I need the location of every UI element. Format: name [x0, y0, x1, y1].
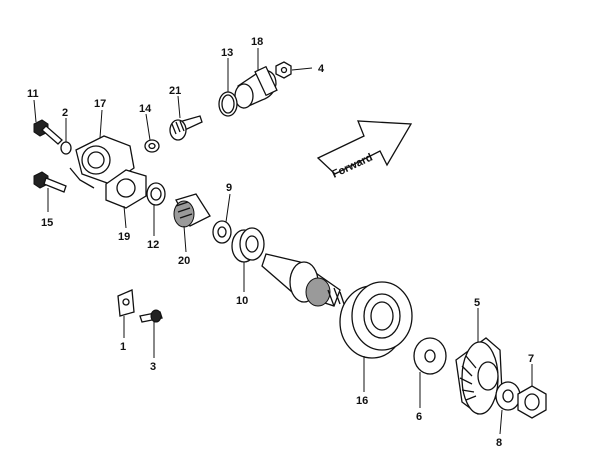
- callout-11: 11: [27, 88, 39, 100]
- leader-lines: [33, 48, 533, 435]
- callout-15: 15: [41, 217, 53, 229]
- callout-8: 8: [496, 437, 502, 449]
- callout-21: 21: [169, 85, 181, 97]
- callout-16: 16: [356, 395, 368, 407]
- main-shaft: [261, 253, 345, 307]
- callout-5: 5: [474, 297, 480, 309]
- callout-12: 12: [147, 239, 159, 251]
- callout-9: 9: [226, 182, 232, 194]
- part-8-washer: [495, 381, 521, 411]
- part-11-bolt: [33, 119, 63, 145]
- callout-6: 6: [416, 411, 422, 423]
- part-18-coupling: [234, 65, 278, 109]
- part-6-washer: [413, 337, 447, 375]
- part-4-nut: [275, 61, 292, 79]
- forward-arrow: Forward: [316, 120, 413, 181]
- part-1-clip: [117, 289, 135, 317]
- callout-19: 19: [118, 231, 130, 243]
- part-15-bolt: [33, 171, 67, 193]
- callout-labels: 11 2 17 14 21 13 18 4 15 19 12 20 9 10 1…: [27, 36, 534, 449]
- callout-18: 18: [251, 36, 263, 48]
- part-21-driven-gear: [169, 115, 203, 141]
- part-19-gasket: [105, 169, 147, 209]
- callout-20: 20: [178, 255, 190, 267]
- part-14-washer: [144, 139, 160, 153]
- part-12-seal: [146, 182, 166, 206]
- callout-3: 3: [150, 361, 156, 373]
- callout-13: 13: [221, 47, 233, 59]
- part-17-housing: [69, 135, 135, 189]
- callout-4: 4: [318, 63, 325, 75]
- callout-10: 10: [236, 295, 248, 307]
- callout-7: 7: [528, 353, 534, 365]
- callout-14: 14: [139, 103, 152, 115]
- part-9-washer: [212, 220, 232, 244]
- callout-2: 2: [62, 107, 68, 119]
- part-2-washer: [60, 141, 72, 155]
- part-20-drive-gear: [173, 193, 211, 228]
- part-10-bearing: [231, 227, 265, 263]
- part-7-nut: [517, 385, 547, 419]
- part-13-o-ring: [218, 91, 238, 117]
- callout-17: 17: [94, 98, 106, 110]
- part-5-bevel-gear: [455, 337, 503, 415]
- part-3-screw: [139, 309, 163, 323]
- part-16-large-bearing: [339, 281, 413, 359]
- callout-1: 1: [120, 341, 126, 353]
